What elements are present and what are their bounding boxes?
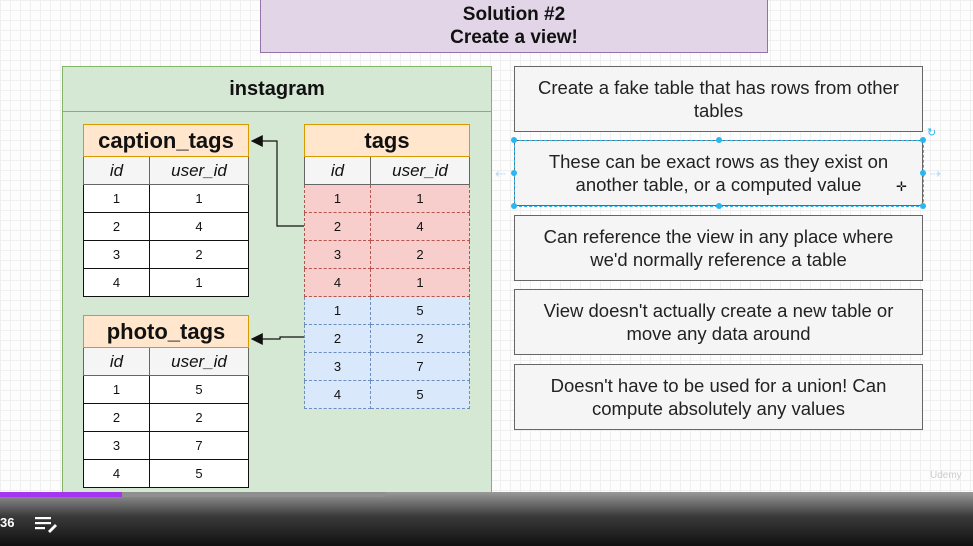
resize-handle[interactable] — [716, 203, 722, 209]
cell: 1 — [149, 268, 249, 297]
arrow-left-icon[interactable]: ⇠ — [495, 166, 506, 181]
cell: 1 — [304, 184, 371, 213]
cell: 1 — [304, 296, 371, 325]
cell: 4 — [83, 268, 150, 297]
cell: 5 — [149, 375, 249, 404]
udemy-watermark: Udemy — [930, 470, 962, 481]
slide-title-line2: Create a view! — [450, 26, 578, 48]
cell: 4 — [149, 212, 249, 241]
resize-handle[interactable] — [920, 203, 926, 209]
selection-outline — [514, 140, 924, 207]
cell: 2 — [83, 212, 150, 241]
cell: 3 — [304, 240, 371, 269]
column-header-id: id — [83, 347, 150, 376]
resize-handle[interactable] — [716, 137, 722, 143]
progress-fill[interactable] — [0, 492, 122, 497]
resize-handle[interactable] — [920, 137, 926, 143]
cell: 2 — [304, 324, 371, 353]
cell: 4 — [304, 380, 371, 409]
rotate-icon[interactable]: ↻ — [927, 127, 937, 139]
arrow-right-icon[interactable]: ⇢ — [930, 166, 941, 181]
cell: 4 — [83, 459, 150, 488]
add-cursor-icon: ✛ — [896, 179, 907, 194]
cell: 1 — [83, 375, 150, 404]
slide-title-box[interactable]: Solution #2 Create a view! — [260, 0, 768, 53]
cell: 4 — [370, 212, 470, 241]
cell: 7 — [370, 352, 470, 381]
column-header-id: id — [304, 156, 371, 185]
column-header-id: id — [83, 156, 150, 185]
cell: 5 — [370, 380, 470, 409]
database-name: instagram — [63, 67, 491, 112]
column-header-user-id: user_id — [149, 347, 249, 376]
cell: 2 — [149, 403, 249, 432]
resize-handle[interactable] — [511, 137, 517, 143]
resize-handle[interactable] — [920, 170, 926, 176]
cell: 3 — [304, 352, 371, 381]
note-card[interactable]: View doesn't actually create a new table… — [514, 289, 923, 355]
cell: 1 — [83, 184, 150, 213]
cell: 7 — [149, 431, 249, 460]
resize-handle[interactable] — [511, 203, 517, 209]
cell: 5 — [370, 296, 470, 325]
cell: 2 — [83, 403, 150, 432]
cell: 3 — [83, 431, 150, 460]
resize-handle[interactable] — [511, 170, 517, 176]
column-header-user-id: user_id — [149, 156, 249, 185]
photo-tags-table-name: photo_tags — [83, 315, 249, 348]
time-display: 36 — [0, 515, 15, 530]
cell: 1 — [370, 184, 470, 213]
cell: 1 — [370, 268, 470, 297]
slide-title-line1: Solution #2 — [462, 3, 566, 25]
cell: 1 — [149, 184, 249, 213]
cell: 4 — [304, 268, 371, 297]
caption-tags-table-name: caption_tags — [83, 124, 249, 157]
progress-track[interactable] — [0, 492, 385, 497]
cell: 5 — [149, 459, 249, 488]
cell: 2 — [304, 212, 371, 241]
cell: 2 — [149, 240, 249, 269]
cell: 2 — [370, 324, 470, 353]
note-card[interactable]: Doesn't have to be used for a union! Can… — [514, 364, 923, 430]
video-controls-bar — [0, 492, 973, 546]
note-card[interactable]: Create a fake table that has rows from o… — [514, 66, 923, 132]
playlist-icon[interactable] — [34, 514, 58, 534]
tags-table-name: tags — [304, 124, 470, 157]
column-header-user-id: user_id — [370, 156, 470, 185]
note-card[interactable]: Can reference the view in any place wher… — [514, 215, 923, 281]
cell: 2 — [370, 240, 470, 269]
cell: 3 — [83, 240, 150, 269]
